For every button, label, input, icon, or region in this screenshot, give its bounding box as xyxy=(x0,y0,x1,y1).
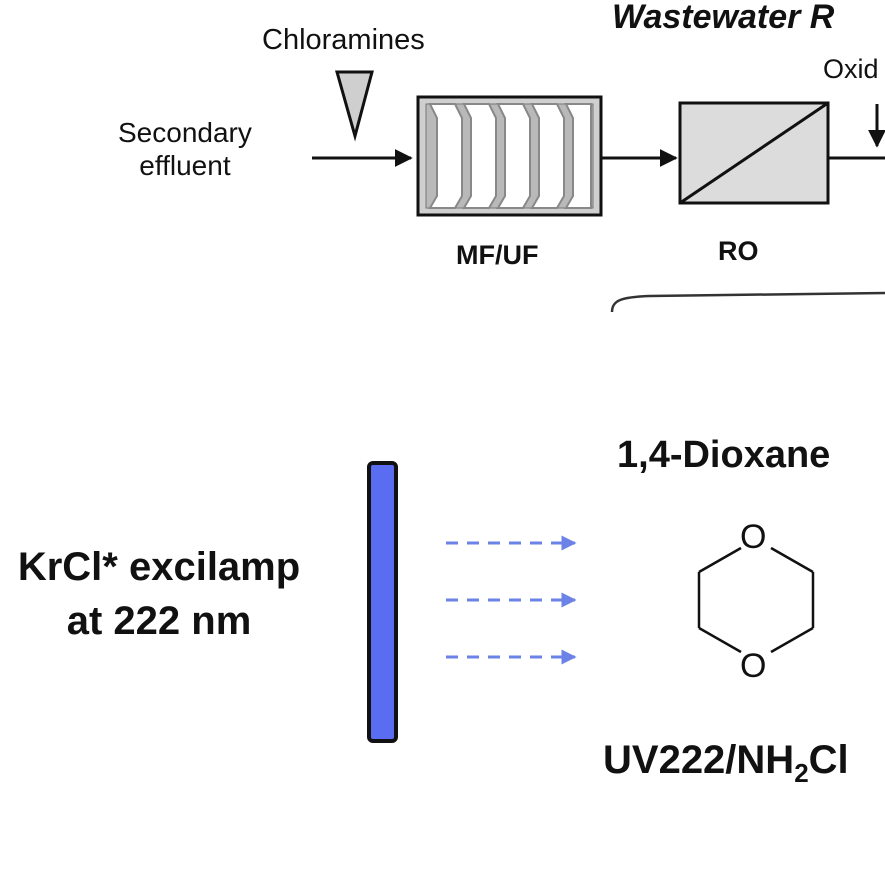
secondary-line-2: effluent xyxy=(139,150,231,181)
brace-curve-icon xyxy=(610,291,885,313)
excilamp-line-1: KrCl* excilamp xyxy=(17,545,301,589)
mfuf-module-icon xyxy=(416,95,603,217)
ro-unit-icon xyxy=(678,101,830,205)
process-label: UV222/NH2Cl xyxy=(603,738,849,789)
secondary-line-1: Secondary xyxy=(118,117,252,148)
secondary-effluent-label: Secondary effluent xyxy=(118,116,252,182)
uv-light-arrows-icon xyxy=(446,535,577,665)
process-main: UV222/NH xyxy=(603,738,795,782)
process-subscript: 2 xyxy=(794,758,809,788)
mfuf-label: MF/UF xyxy=(456,240,539,270)
oxygen-atom-bottom: O xyxy=(740,647,767,685)
excilamp-bar-icon xyxy=(367,461,398,743)
chloramines-triangle-icon xyxy=(335,70,374,142)
ro-label: RO xyxy=(718,236,759,266)
process-end: Cl xyxy=(808,738,849,782)
chloramines-label: Chloramines xyxy=(262,24,425,56)
excilamp-line-2: at 222 nm xyxy=(66,599,252,643)
oxidant-label: Oxid xyxy=(823,54,879,84)
compound-label: 1,4-Dioxane xyxy=(617,434,831,476)
oxygen-atom-top: O xyxy=(740,518,767,556)
dioxane-structure-icon xyxy=(697,546,815,654)
excilamp-label: KrCl* excilamp at 222 nm xyxy=(0,540,318,648)
diagram-title: Wastewater R xyxy=(612,0,835,36)
